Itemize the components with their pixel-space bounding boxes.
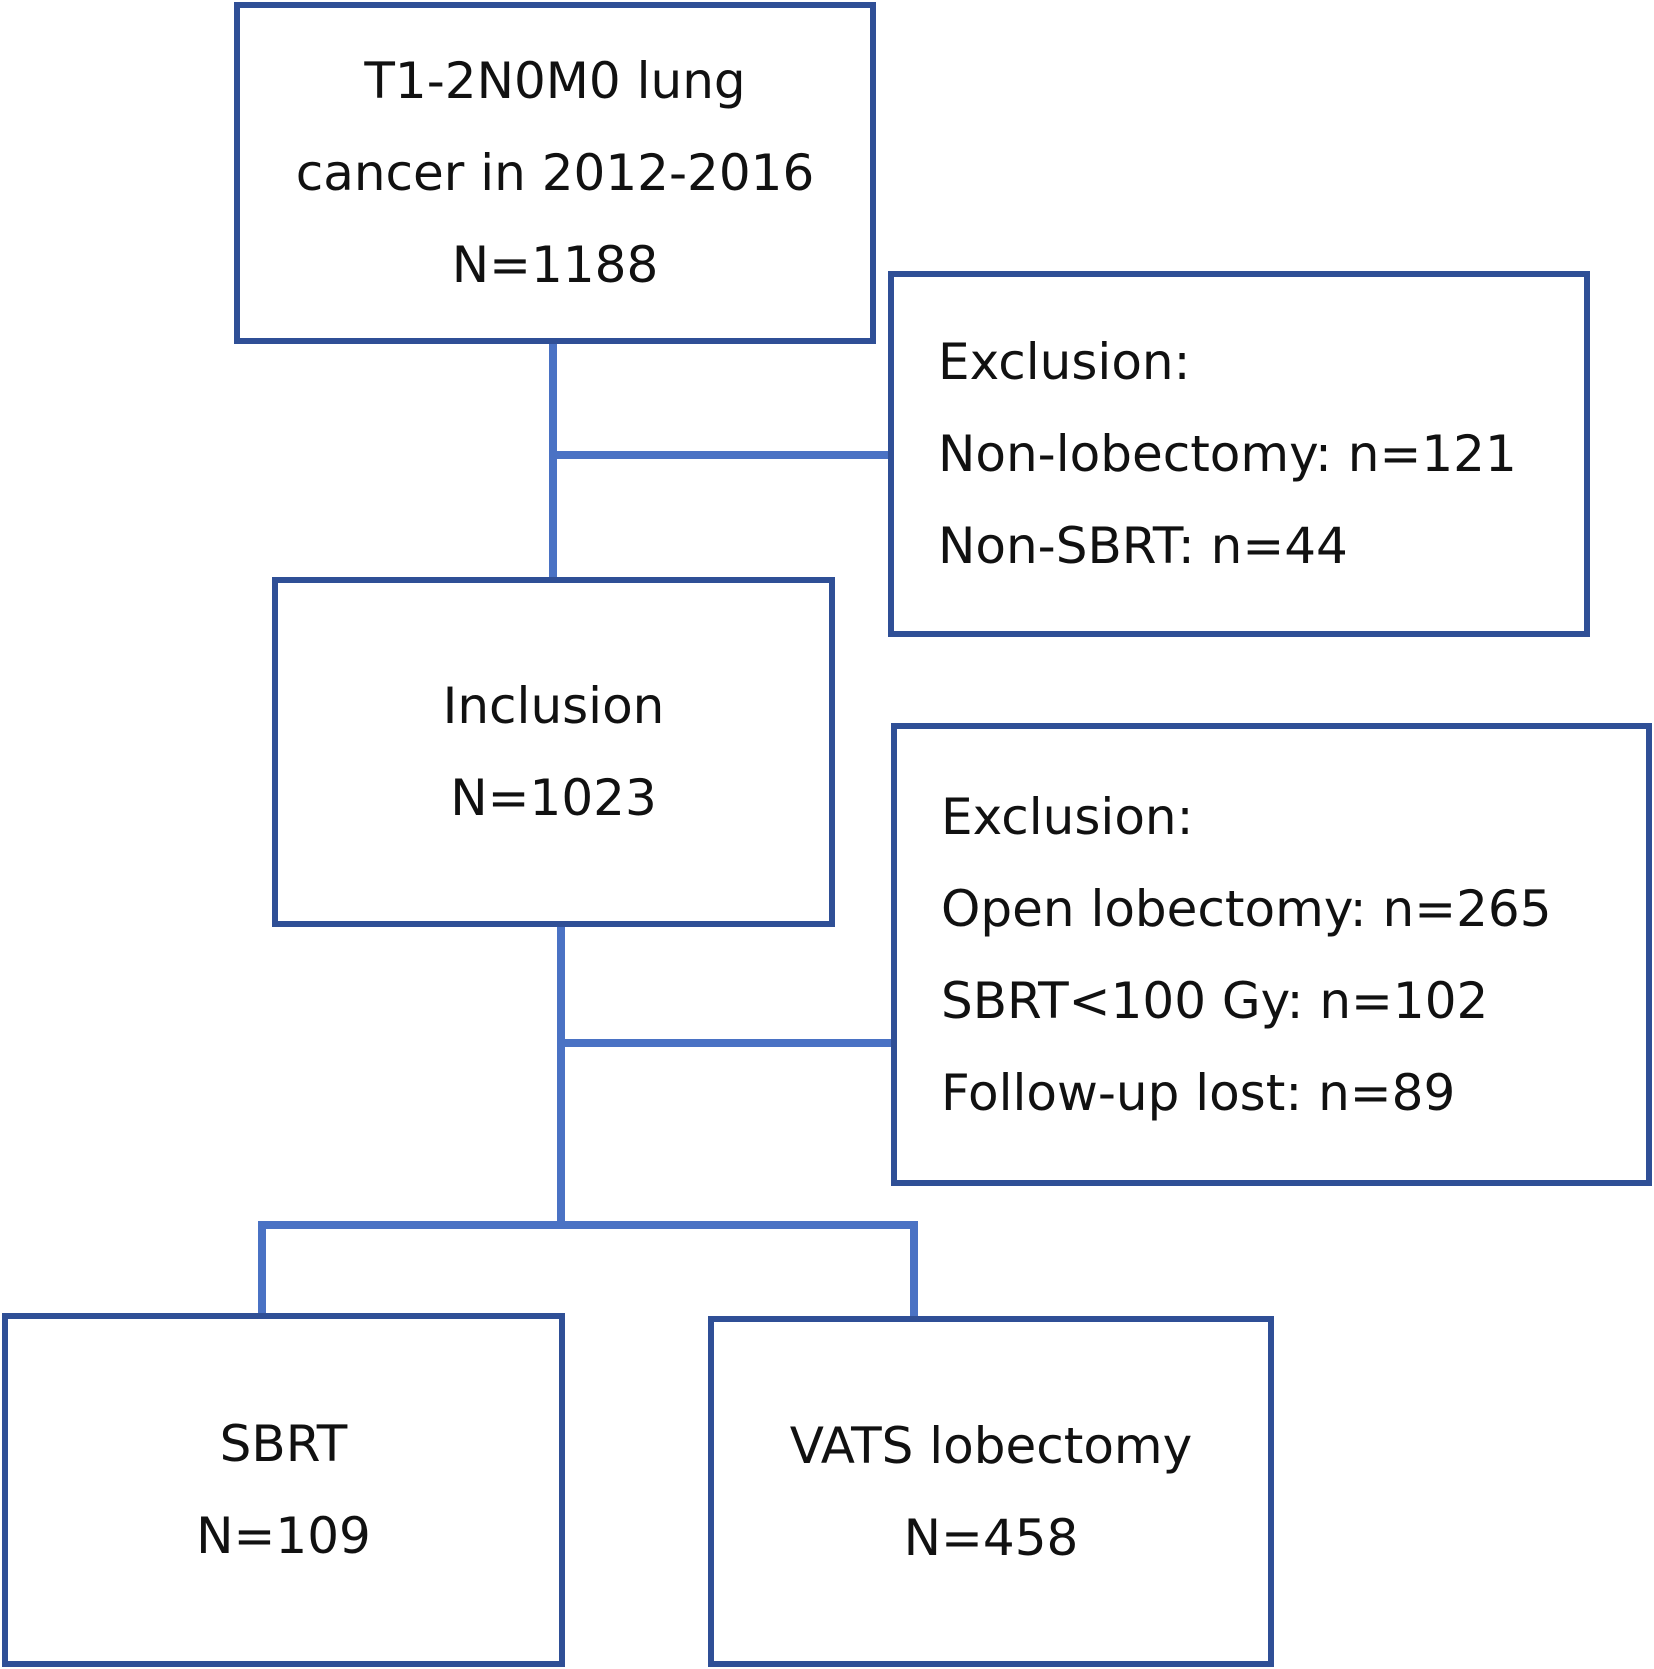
inclusion-line-1: Inclusion	[442, 677, 665, 735]
exclusion-2-item-2: SBRT<100 Gy: n=102	[941, 971, 1489, 1030]
initial-line-3: N=1188	[451, 236, 659, 294]
initial-line-1: T1-2N0M0 lung	[364, 52, 746, 110]
connector-to-sbrt	[258, 1221, 266, 1317]
sbrt-outcome-box: SBRT N=109	[2, 1313, 565, 1667]
connector-split-horizontal	[258, 1221, 918, 1229]
exclusion-1-item-2: Non-SBRT: n=44	[938, 517, 1348, 575]
vats-outcome-box: VATS lobectomy N=458	[708, 1316, 1274, 1667]
exclusion-box-1: Exclusion: Non-lobectomy: n=121 Non-SBRT…	[888, 271, 1590, 637]
vats-line-2: N=458	[903, 1508, 1079, 1567]
exclusion-box-2: Exclusion: Open lobectomy: n=265 SBRT<10…	[891, 723, 1652, 1186]
connector-to-exclusion-2	[557, 1039, 895, 1047]
connector-initial-to-inclusion	[549, 340, 557, 580]
sbrt-line-1: SBRT	[219, 1415, 348, 1473]
exclusion-2-item-3: Follow-up lost: n=89	[941, 1063, 1456, 1122]
exclusion-2-item-1: Open lobectomy: n=265	[941, 879, 1552, 938]
inclusion-line-2: N=1023	[450, 769, 657, 827]
exclusion-1-heading: Exclusion:	[938, 333, 1191, 391]
connector-to-exclusion-1	[549, 451, 891, 459]
vats-line-1: VATS lobectomy	[789, 1416, 1193, 1475]
inclusion-box: Inclusion N=1023	[272, 577, 835, 927]
exclusion-1-item-1: Non-lobectomy: n=121	[938, 425, 1517, 483]
initial-line-2: cancer in 2012-2016	[295, 144, 815, 202]
connector-inclusion-to-split	[557, 922, 565, 1226]
connector-to-vats	[910, 1221, 918, 1321]
initial-population-box: T1-2N0M0 lung cancer in 2012-2016 N=1188	[234, 2, 876, 344]
exclusion-2-heading: Exclusion:	[941, 787, 1194, 846]
sbrt-line-2: N=109	[196, 1507, 371, 1565]
